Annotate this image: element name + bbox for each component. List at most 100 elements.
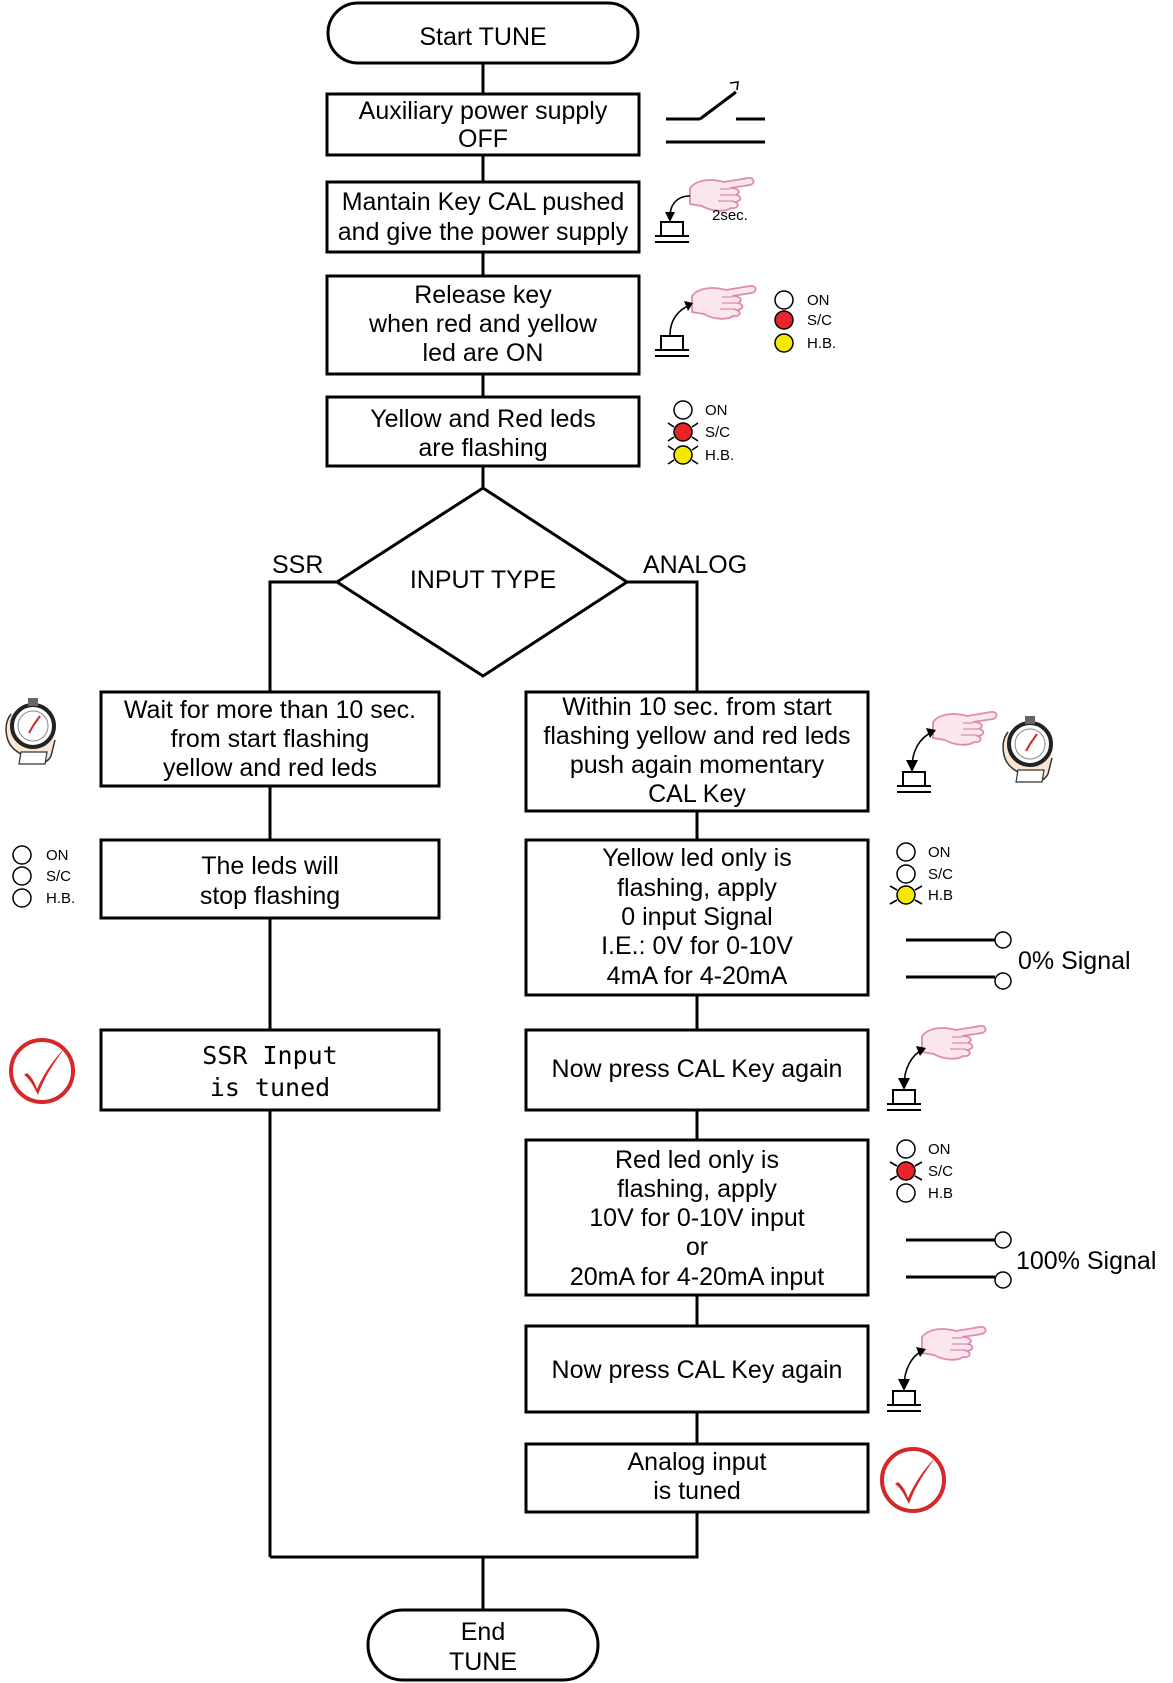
push-key-icon — [886, 1046, 926, 1111]
led-panel-yellow: ON S/C H.B — [889, 842, 953, 905]
decision-label: INPUT TYPE — [410, 566, 556, 594]
step-red-only-line-2: flashing, apply — [617, 1175, 777, 1203]
step-press-cal-2-label: Now press CAL Key again — [552, 1356, 843, 1384]
step-wait-ssr-line-1: Wait for more than 10 sec. — [124, 696, 416, 724]
step-press-cal-1-label: Now press CAL Key again — [552, 1055, 843, 1083]
step-within-10-line-3: push again momentary — [570, 751, 825, 779]
push-key-icon — [896, 728, 936, 793]
step-leds-stop-line-2: stop flashing — [200, 882, 340, 910]
led-on-icon — [12, 845, 32, 865]
decision-input-type: INPUT TYPE — [334, 486, 630, 678]
step-press-cal-2: Now press CAL Key again — [524, 1324, 870, 1414]
led-hb-flashing-icon — [667, 445, 699, 465]
step-ssr-tuned-line-1: SSR Input — [202, 1041, 337, 1070]
step-analog-tuned-line-1: Analog input — [627, 1448, 766, 1476]
connectors — [268, 63, 699, 1610]
led-label-sc: S/C — [705, 424, 730, 441]
led-label-on: ON — [705, 402, 728, 419]
hand-pointer-icon — [921, 1325, 987, 1361]
led-on-icon — [673, 400, 693, 420]
step-leds-flashing-line-1: Yellow and Red leds — [370, 405, 596, 433]
led-label-on: ON — [928, 1141, 951, 1158]
hand-pointer-icon — [689, 176, 755, 212]
led-on-icon — [896, 1139, 916, 1159]
signal-terminal-icon — [906, 931, 1012, 990]
step-yellow-only-line-4: I.E.: 0V for 0-10V — [601, 932, 793, 960]
led-panel-off: ON S/C H.B. — [12, 845, 75, 908]
step-wait-ssr-line-2: from start flashing — [171, 725, 370, 753]
signal-label-zero: 0% Signal — [1018, 947, 1131, 975]
led-panel-flashing: ON S/C H.B. — [667, 400, 734, 465]
step-aux-power-line-2: OFF — [458, 125, 508, 153]
led-label-hb: H.B. — [705, 447, 734, 464]
led-label-sc: S/C — [928, 1163, 953, 1180]
led-label-hb: H.B — [928, 887, 953, 904]
led-panel-red: ON S/C H.B — [889, 1139, 953, 1203]
end-terminator: End TUNE — [366, 1608, 600, 1682]
step-leds-flashing-line-2: are flashing — [418, 434, 547, 462]
push-key-icon — [654, 301, 693, 357]
step-aux-power-line-1: Auxiliary power supply — [359, 97, 608, 125]
step-red-only: Red led only is flashing, apply 10V for … — [524, 1138, 870, 1297]
step-leds-stop: The leds will stop flashing — [99, 838, 441, 920]
step-maintain-key-line-2: and give the power supply — [338, 218, 629, 246]
led-label-hb: H.B. — [807, 335, 836, 352]
step-red-only-line-4: or — [686, 1233, 708, 1261]
led-panel-release: ON S/C H.B. — [774, 290, 836, 353]
step-yellow-only-line-2: flashing, apply — [617, 874, 777, 902]
step-within-10-line-2: flashing yellow and red leds — [543, 722, 850, 750]
led-hb-icon — [12, 888, 32, 908]
switch-open-icon — [666, 81, 765, 144]
step-press-cal-1: Now press CAL Key again — [524, 1028, 870, 1112]
step-analog-tuned: Analog input is tuned — [524, 1442, 870, 1514]
step-within-10-line-4: CAL Key — [648, 780, 746, 808]
led-label-hb: H.B — [928, 1185, 953, 1202]
step-release-key-line-2: when red and yellow — [368, 310, 598, 338]
stopwatch-icon — [4, 696, 57, 766]
hand-pointer-icon — [932, 710, 998, 746]
step-leds-stop-line-1: The leds will — [201, 852, 339, 880]
stopwatch-icon — [1001, 714, 1054, 784]
step-red-only-line-5: 20mA for 4-20mA input — [570, 1263, 824, 1291]
led-sc-icon — [12, 866, 32, 886]
hand-pointer-icon — [691, 284, 757, 320]
led-label-on: ON — [807, 292, 830, 309]
end-label-line-1: End — [461, 1618, 505, 1646]
start-label: Start TUNE — [419, 23, 546, 51]
step-release-key-line-3: led are ON — [423, 339, 544, 367]
led-hb-flashing-icon — [889, 885, 923, 905]
led-sc-icon — [774, 310, 794, 330]
led-label-sc: S/C — [928, 866, 953, 883]
led-label-sc: S/C — [46, 868, 71, 885]
branch-label-analog: ANALOG — [643, 551, 747, 579]
step-release-key: Release key when red and yellow led are … — [325, 274, 641, 376]
step-wait-ssr: Wait for more than 10 sec. from start fl… — [99, 690, 441, 788]
signal-label-full: 100% Signal — [1016, 1247, 1156, 1275]
led-sc-icon — [896, 864, 916, 884]
end-label-line-2: TUNE — [449, 1648, 517, 1676]
signal-terminal-icon — [906, 1231, 1012, 1289]
led-sc-flashing-icon — [889, 1161, 923, 1181]
step-yellow-only-line-5: 4mA for 4-20mA — [607, 962, 788, 990]
step-yellow-only-line-1: Yellow led only is — [602, 844, 791, 872]
step-red-only-line-1: Red led only is — [615, 1146, 779, 1174]
push-key-icon — [654, 195, 691, 243]
led-sc-flashing-icon — [667, 422, 699, 442]
step-within-10: Within 10 sec. from start flashing yello… — [524, 690, 870, 813]
key-hold-label: 2sec. — [712, 207, 748, 224]
push-key-icon — [886, 1347, 926, 1412]
checkmark-icon — [880, 1447, 946, 1513]
step-ssr-tuned: SSR Input is tuned — [99, 1028, 441, 1112]
led-label-on: ON — [46, 847, 69, 864]
step-red-only-line-3: 10V for 0-10V input — [589, 1204, 804, 1232]
led-on-icon — [774, 290, 794, 310]
led-label-sc: S/C — [807, 312, 832, 329]
step-maintain-key-line-1: Mantain Key CAL pushed — [342, 188, 625, 216]
step-aux-power: Auxiliary power supply OFF — [325, 92, 641, 157]
step-yellow-only: Yellow led only is flashing, apply 0 inp… — [524, 838, 870, 997]
led-hb-icon — [774, 333, 794, 353]
step-release-key-line-1: Release key — [414, 281, 552, 309]
led-label-on: ON — [928, 844, 951, 861]
led-hb-icon — [896, 1183, 916, 1203]
